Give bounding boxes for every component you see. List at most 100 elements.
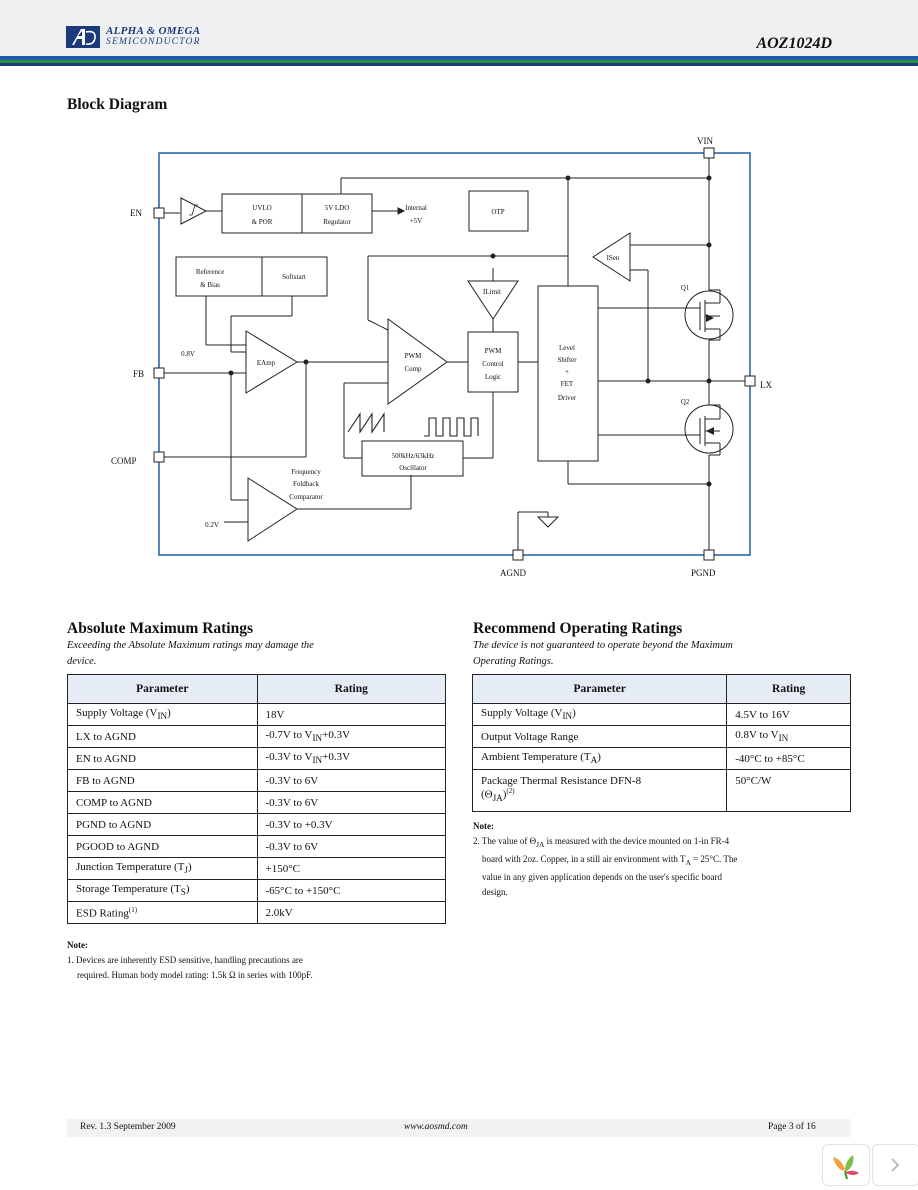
pin-agnd <box>512 549 524 561</box>
footer-url-link[interactable]: www.aosmd.com <box>404 1122 468 1132</box>
svg-text:UVLO: UVLO <box>252 204 271 212</box>
table-row: LX to AGND -0.7V to VIN+0.3V <box>67 725 447 748</box>
company-logo-icon <box>66 26 100 48</box>
recommended-note: 2. The value of ΘJA is measured with the… <box>473 836 738 897</box>
table-row: EN to AGND -0.3V to VIN+0.3V <box>67 747 447 770</box>
pin-en <box>153 207 165 219</box>
company-subtitle: SEMICONDUCTOR <box>106 37 201 47</box>
svg-text:Comparator: Comparator <box>289 493 323 501</box>
pin-vin <box>703 147 715 159</box>
svg-text:Frequency: Frequency <box>291 468 321 476</box>
recommended-title: Recommend Operating Ratings <box>473 620 683 637</box>
svg-text:Foldback: Foldback <box>293 480 320 488</box>
svg-text:Control: Control <box>482 360 503 368</box>
pin-comp <box>153 451 165 463</box>
footer-revision: Rev. 1.3 September 2009 <box>80 1122 176 1132</box>
abs-max-table: Parameter Rating Supply Voltage (VIN) 18… <box>67 674 447 924</box>
svg-text:EAmp: EAmp <box>257 359 276 367</box>
svg-text:Reference: Reference <box>196 268 224 276</box>
table-row: Junction Temperature (TJ) +150°C <box>67 857 447 880</box>
footer-band <box>67 1119 851 1137</box>
svg-text:Internal: Internal <box>405 204 427 212</box>
table-row: Supply Voltage (VIN) 4.5V to 16V <box>471 703 851 726</box>
svg-text:Level: Level <box>559 344 575 352</box>
pin-label-agnd: AGND <box>500 568 526 578</box>
chevron-right-icon <box>891 1158 900 1172</box>
abs-max-note-title: Note: <box>67 940 88 950</box>
otp-block <box>468 190 529 232</box>
ldo-block <box>301 193 373 234</box>
svg-text:0.8V: 0.8V <box>181 350 195 358</box>
pin-label-pgnd: PGND <box>691 568 716 578</box>
q2-transistor <box>684 404 734 454</box>
svg-text:ISen: ISen <box>607 254 620 262</box>
pin-label-vin: VIN <box>697 136 713 146</box>
viewer-next-button[interactable] <box>872 1144 918 1186</box>
table-row: Package Thermal Resistance DFN-8(ΘJA)(2)… <box>471 769 851 812</box>
svg-text:500kHz/63kHz: 500kHz/63kHz <box>392 452 435 460</box>
pin-label-comp: COMP <box>111 456 137 466</box>
pin-label-fb: FB <box>133 369 144 379</box>
svg-text:OTP: OTP <box>491 208 504 216</box>
diagram-border <box>158 152 751 556</box>
svg-text:PWM: PWM <box>485 347 503 355</box>
svg-text:Q2: Q2 <box>681 398 690 406</box>
svg-text:+: + <box>565 368 569 376</box>
svg-text:Shifter: Shifter <box>557 356 577 364</box>
pin-lx <box>744 375 756 387</box>
svg-text:Softstart: Softstart <box>282 273 306 281</box>
header-band <box>0 0 918 56</box>
svg-text:& Bias: & Bias <box>200 281 220 289</box>
part-number: AOZ1024D <box>756 35 832 52</box>
en-buffer <box>180 197 208 225</box>
pin-pgnd <box>703 549 715 561</box>
viewer-logo-button[interactable] <box>822 1144 870 1186</box>
abs-max-col-parameter: Parameter <box>67 674 258 704</box>
svg-text:+5V: +5V <box>410 217 423 225</box>
header-stripe-green <box>0 60 918 63</box>
table-row: Output Voltage Range 0.8V to VIN <box>471 725 851 748</box>
table-row: PGOOD to AGND-0.3V to 6V <box>67 835 447 858</box>
recommended-subtitle: The device is not guaranteed to operate … <box>473 640 733 667</box>
abs-max-col-rating: Rating <box>256 674 447 704</box>
svg-text:PWM: PWM <box>405 352 423 360</box>
table-row: Supply Voltage (VIN) 18V <box>67 703 447 726</box>
svg-text:5V LDO: 5V LDO <box>325 204 350 212</box>
company-name: ALPHA & OMEGA <box>106 25 201 37</box>
error-amplifier <box>245 330 298 394</box>
isen-amplifier <box>592 232 631 282</box>
abs-max-title: Absolute Maximum Ratings <box>67 620 254 637</box>
abs-max-note: 1. Devices are inherently ESD sensitive,… <box>67 955 313 980</box>
abs-max-subtitle: Exceeding the Absolute Maximum ratings m… <box>67 640 314 667</box>
table-row: Storage Temperature (TS) -65°C to +150°C <box>67 879 447 902</box>
svg-text:Logic: Logic <box>485 373 501 381</box>
pin-fb <box>153 367 165 379</box>
table-row: PGND to AGND-0.3V to +0.3V <box>67 813 447 836</box>
svg-text:0.2V: 0.2V <box>205 521 219 529</box>
recommended-note-title: Note: <box>473 821 494 831</box>
footer-page-number: Page 3 of 16 <box>768 1122 816 1132</box>
pin-label-lx: LX <box>760 380 772 390</box>
ilimit-comparator <box>467 280 519 320</box>
svg-text:Comp: Comp <box>404 365 422 373</box>
foldback-comparator <box>247 477 298 542</box>
table-row: Ambient Temperature (TA) -40°C to +85°C <box>471 747 851 770</box>
header-stripe-blue <box>0 56 918 60</box>
leaf-logo-icon <box>833 1155 859 1180</box>
header-stripe-navy <box>0 63 918 66</box>
pwm-comparator <box>387 318 448 405</box>
svg-text:& POR: & POR <box>252 218 273 226</box>
recommended-col-rating: Rating <box>726 674 851 704</box>
table-row: COMP to AGND-0.3V to 6V <box>67 791 447 814</box>
reference-softstart-block <box>175 256 328 297</box>
svg-text:Regulator: Regulator <box>323 218 351 226</box>
q1-transistor <box>684 290 734 340</box>
svg-text:Q1: Q1 <box>681 284 690 292</box>
svg-text:FET: FET <box>561 380 574 388</box>
svg-text:ILimit: ILimit <box>483 288 501 296</box>
table-row: FB to AGND-0.3V to 6V <box>67 769 447 792</box>
recommended-col-parameter: Parameter <box>471 674 728 704</box>
pin-label-en: EN <box>130 208 142 218</box>
svg-text:Oscillator: Oscillator <box>399 464 427 472</box>
recommended-table: Parameter Rating Supply Voltage (VIN) 4.… <box>471 674 851 812</box>
